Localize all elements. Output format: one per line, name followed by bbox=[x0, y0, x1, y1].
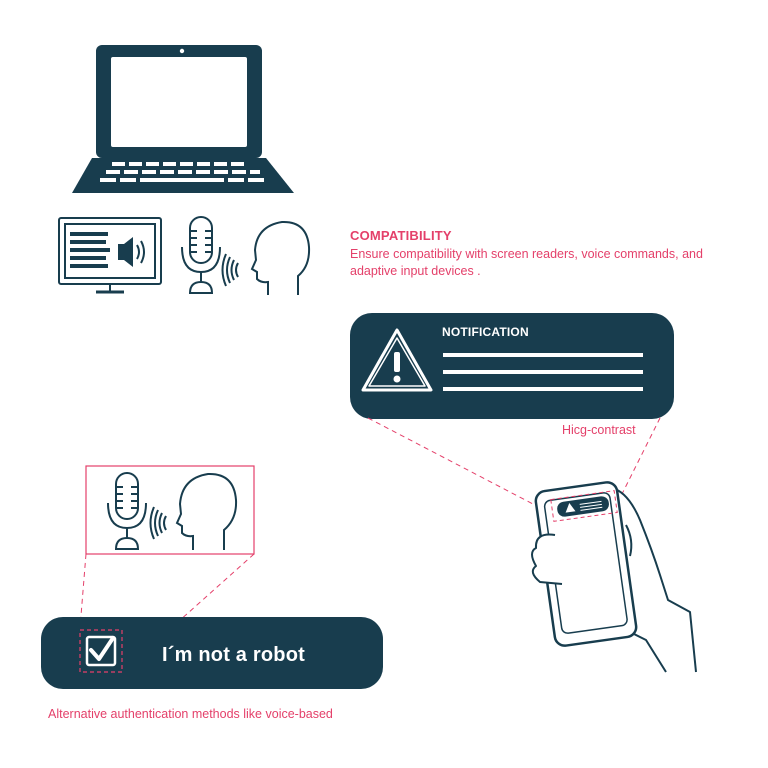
alternative-auth-caption: Alternative authentication methods like … bbox=[48, 707, 333, 721]
compatibility-description: Ensure compatibility with screen readers… bbox=[350, 247, 703, 278]
speaking-head-icon bbox=[175, 472, 238, 550]
laptop-icon bbox=[72, 45, 294, 193]
notification-box bbox=[350, 313, 674, 419]
notification-title: NOTIFICATION bbox=[442, 325, 529, 339]
captcha-label[interactable]: I´m not a robot bbox=[162, 644, 305, 666]
phone-hand-icon bbox=[531, 481, 697, 673]
sound-waves-icon bbox=[149, 506, 167, 540]
speaking-head-icon bbox=[250, 220, 311, 295]
high-contrast-label: Hicg-contrast bbox=[562, 423, 636, 437]
notification-text-lines bbox=[443, 353, 643, 391]
voice-auth-zoom-box bbox=[85, 465, 255, 555]
captcha-bar bbox=[41, 617, 383, 689]
compatibility-title: COMPATIBILITY bbox=[350, 228, 452, 243]
captcha-checkbox[interactable] bbox=[85, 635, 117, 667]
sound-waves-icon bbox=[221, 253, 239, 287]
microphone-icon bbox=[181, 216, 221, 294]
monitor-audio-icon bbox=[58, 217, 162, 294]
checkmark-icon bbox=[89, 636, 115, 661]
warning-icon bbox=[361, 328, 433, 392]
microphone-icon bbox=[107, 472, 147, 550]
